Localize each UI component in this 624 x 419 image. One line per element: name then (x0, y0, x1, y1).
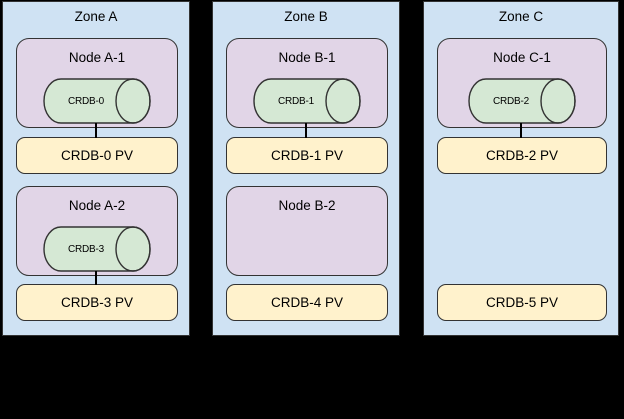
database-cylinder-icon (468, 78, 576, 124)
pv-crdb-1-label: CRDB-1 PV (270, 148, 343, 163)
zone-b-label: Zone B (284, 9, 328, 24)
pod-crdb-3-label: CRDB-3 (67, 243, 105, 255)
pv-crdb-4-label: CRDB-4 PV (270, 295, 343, 310)
pv-crdb-0-label: CRDB-0 PV (60, 148, 133, 163)
pod-crdb-2-label: CRDB-2 (492, 95, 530, 107)
node-a1-box: Node A-1 CRDB-0 (16, 38, 178, 128)
node-b2-box: Node B-2 (226, 186, 388, 276)
pod-pv-connector (95, 271, 97, 285)
database-cylinder-icon (253, 78, 361, 124)
node-a2-label: Node A-2 (68, 198, 126, 213)
zone-c-label: Zone C (498, 9, 544, 24)
pv-crdb-3-label: CRDB-3 PV (60, 295, 133, 310)
pod-pv-connector (520, 123, 522, 138)
pv-crdb-5-label: CRDB-5 PV (485, 295, 558, 310)
pv-crdb-2: CRDB-2 PV (437, 137, 607, 174)
pod-crdb-2: CRDB-2 (468, 78, 576, 124)
database-cylinder-icon (43, 78, 151, 124)
pv-crdb-2-label: CRDB-2 PV (485, 148, 558, 163)
pod-pv-connector (95, 123, 97, 138)
node-c1-box: Node C-1 CRDB-2 (437, 38, 607, 128)
pod-crdb-0: CRDB-0 (43, 78, 151, 124)
pv-crdb-0: CRDB-0 PV (16, 137, 178, 174)
node-b2-label: Node B-2 (278, 198, 336, 213)
pv-crdb-3: CRDB-3 PV (16, 284, 178, 321)
pv-crdb-1: CRDB-1 PV (226, 137, 388, 174)
node-c1-label: Node C-1 (493, 50, 551, 65)
pod-crdb-3: CRDB-3 (43, 226, 151, 272)
node-a1-label: Node A-1 (68, 50, 126, 65)
pv-crdb-4: CRDB-4 PV (226, 284, 388, 321)
zone-a: Zone A Node A-1 CRDB-0 CRDB-0 PV Node A-… (2, 1, 190, 336)
pod-crdb-0-label: CRDB-0 (67, 95, 105, 107)
pod-crdb-1: CRDB-1 (253, 78, 361, 124)
node-b1-label: Node B-1 (278, 50, 336, 65)
zone-b: Zone B Node B-1 CRDB-1 CRDB-1 PV Node B-… (212, 1, 400, 336)
zone-a-label: Zone A (74, 9, 118, 24)
database-cylinder-icon (43, 226, 151, 272)
pod-pv-connector (305, 123, 307, 138)
zone-c: Zone C Node C-1 CRDB-2 CRDB-2 PV CRDB-5 … (423, 1, 619, 336)
pv-crdb-5: CRDB-5 PV (437, 284, 607, 321)
pod-crdb-1-label: CRDB-1 (277, 95, 315, 107)
node-b1-box: Node B-1 CRDB-1 (226, 38, 388, 128)
node-a2-box: Node A-2 CRDB-3 (16, 186, 178, 276)
